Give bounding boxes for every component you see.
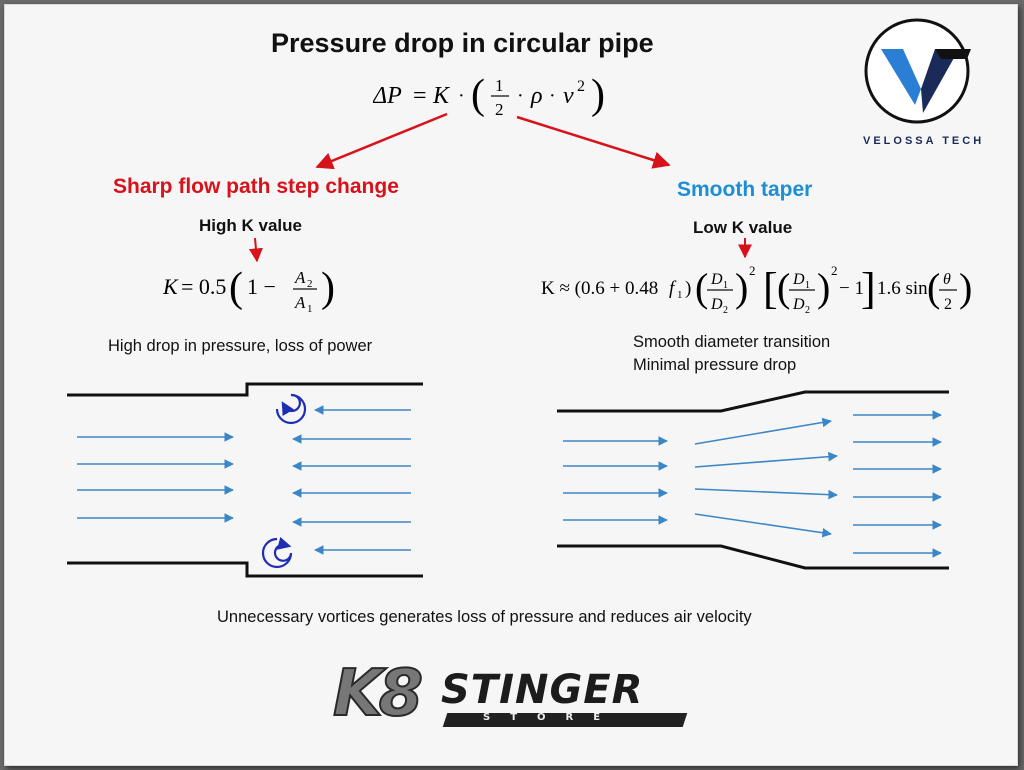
- formula-exp: 2: [577, 78, 585, 95]
- svg-text:): ): [817, 265, 830, 310]
- svg-text:2: 2: [805, 305, 810, 316]
- right-heading: Smooth taper: [677, 178, 813, 201]
- svg-text:2: 2: [749, 263, 756, 278]
- formula-v: v: [563, 83, 574, 109]
- svg-text:(: (: [777, 265, 790, 310]
- svg-text:[: [: [763, 264, 778, 313]
- svg-text:1: 1: [723, 280, 728, 291]
- svg-text:A: A: [294, 293, 306, 312]
- svg-text:2: 2: [307, 278, 313, 290]
- pointer-high-k: [248, 237, 263, 263]
- svg-text:(: (: [471, 72, 485, 118]
- svg-text:f: f: [669, 278, 677, 299]
- svg-text:(: (: [229, 265, 243, 311]
- k8-stinger-logo: K8 STINGER STORE: [332, 656, 693, 737]
- svg-text:1 −: 1 −: [247, 274, 276, 299]
- right-outflow-arrows: [853, 410, 942, 558]
- svg-text:(: (: [695, 265, 708, 310]
- svg-text:K ≈ (0.6 + 0.48: K ≈ (0.6 + 0.48: [541, 278, 658, 299]
- svg-text:]: ]: [861, 264, 876, 313]
- svg-text:D: D: [710, 271, 723, 288]
- right-diverging-arrows: [694, 417, 838, 538]
- right-caption-line1: Smooth diameter transition: [633, 333, 831, 351]
- logo-stinger: STINGER: [441, 667, 644, 713]
- svg-text:(: (: [927, 265, 940, 310]
- svg-text:D: D: [710, 296, 723, 313]
- svg-text:− 1: − 1: [839, 278, 864, 299]
- vortex-top: [275, 393, 307, 425]
- left-heading: Sharp flow path step change: [113, 175, 399, 198]
- svg-text:θ: θ: [943, 271, 951, 288]
- left-caption: High drop in pressure, loss of power: [108, 337, 373, 355]
- page-title: Pressure drop in circular pipe: [271, 28, 654, 58]
- svg-text:1: 1: [307, 303, 313, 315]
- right-caption-line2: Minimal pressure drop: [633, 356, 797, 374]
- svg-text:): ): [685, 278, 691, 299]
- right-pipe-top-wall: [557, 390, 949, 413]
- left-formula: K = 0.5 ( 1 − A 2 A 1 ): [163, 265, 335, 315]
- left-inflow-arrows: [77, 432, 234, 523]
- svg-text:= 0.5: = 0.5: [181, 274, 226, 299]
- svg-text:1.6 sin: 1.6 sin: [877, 278, 928, 299]
- right-pipe-bottom-wall: [557, 544, 949, 570]
- left-backflow-arrows: [292, 405, 411, 555]
- velossa-logo: [864, 18, 971, 124]
- footer-note: Unnecessary vortices generates loss of p…: [217, 608, 752, 626]
- svg-text:A: A: [294, 268, 306, 287]
- logo-store: STORE: [483, 712, 621, 723]
- svg-text:D: D: [792, 296, 805, 313]
- formula-half-num: 1: [495, 76, 504, 95]
- velossa-logo-text: VELOSSA TECH: [863, 135, 985, 147]
- right-inflow-arrows: [563, 436, 668, 525]
- formula-rho: ρ: [530, 83, 543, 109]
- svg-text:): ): [959, 265, 972, 310]
- formula-half-den: 2: [495, 100, 504, 119]
- svg-text:D: D: [792, 271, 805, 288]
- svg-text:2: 2: [831, 263, 838, 278]
- svg-text:·: ·: [517, 85, 524, 107]
- svg-text:): ): [591, 72, 605, 118]
- right-k-label: Low K value: [693, 218, 793, 237]
- formula-equals: =: [413, 83, 427, 109]
- svg-text:K: K: [163, 274, 179, 299]
- svg-text:2: 2: [723, 305, 728, 316]
- formula-k: K: [432, 83, 451, 109]
- left-k-label: High K value: [199, 216, 302, 235]
- diagram-card: Pressure drop in circular pipe ΔP = K · …: [4, 4, 1018, 766]
- svg-text:·: ·: [549, 85, 556, 107]
- svg-text:1: 1: [677, 289, 683, 301]
- vortex-bottom: [261, 536, 293, 569]
- right-formula: K ≈ (0.6 + 0.48 f 1 ) ( D 1 D 2 ) 2 [ ( …: [541, 263, 972, 316]
- formula-delta-p: ΔP: [373, 83, 402, 109]
- svg-text:): ): [321, 265, 335, 311]
- svg-text:2: 2: [944, 296, 952, 313]
- svg-text:1: 1: [805, 280, 810, 291]
- main-formula: ΔP = K · ( 1 2 · ρ · v 2 ): [373, 72, 605, 119]
- svg-text:): ): [735, 265, 748, 310]
- logo-k8: K8: [332, 656, 424, 732]
- svg-text:·: ·: [458, 85, 465, 107]
- left-pipe-bottom-wall: [67, 561, 423, 578]
- left-pipe-top-wall: [67, 382, 423, 397]
